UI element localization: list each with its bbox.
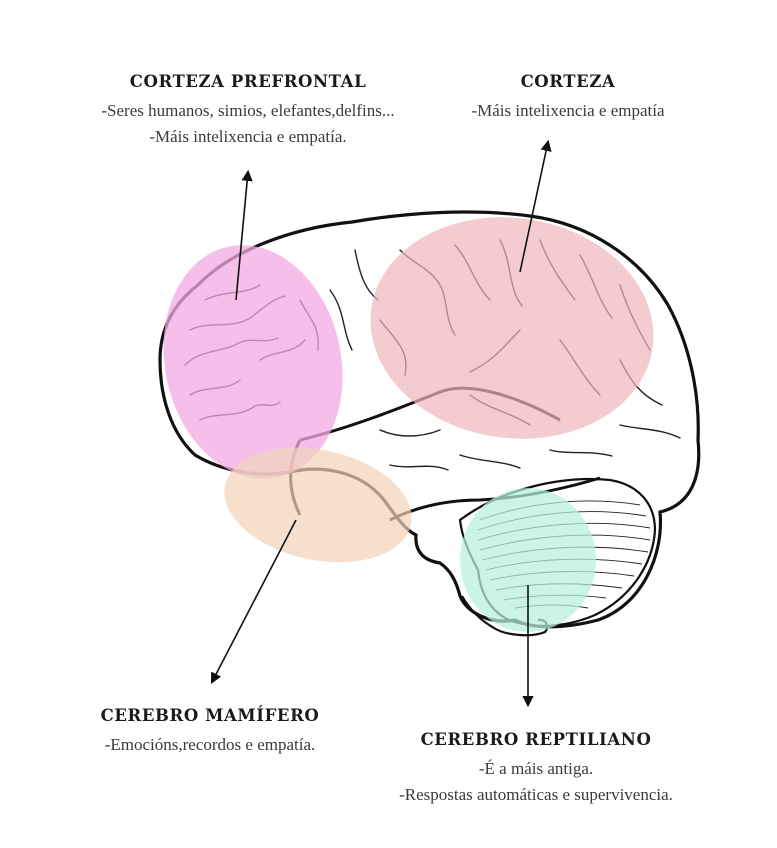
- prefrontal-line-2: -Máis intelixencia e empatía.: [78, 124, 418, 150]
- cortex-line-1: -Máis intelixencia e empatía: [458, 98, 678, 124]
- mammalian-line-1: -Emocións,recordos e empatía.: [86, 732, 334, 758]
- cortex-title: CORTEZA: [458, 72, 678, 91]
- cortex-region: [356, 199, 668, 456]
- mammalian-label: CEREBRO MAMÍFERO -Emocións,recordos e em…: [86, 706, 334, 758]
- reptilian-line-2: -Respostas automáticas e supervivencia.: [380, 782, 692, 808]
- prefrontal-label: CORTEZA PREFRONTAL -Seres humanos, simio…: [78, 72, 418, 150]
- prefrontal-title: CORTEZA PREFRONTAL: [78, 72, 418, 91]
- reptilian-line-1: -É a máis antiga.: [380, 756, 692, 782]
- cortex-label: CORTEZA -Máis intelixencia e empatía: [458, 72, 678, 124]
- reptilian-title: CEREBRO REPTILIANO: [380, 730, 692, 749]
- reptilian-label: CEREBRO REPTILIANO -É a máis antiga. -Re…: [380, 730, 692, 808]
- prefrontal-line-1: -Seres humanos, simios, elefantes,delfin…: [78, 98, 418, 124]
- mammalian-arrow: [212, 520, 296, 682]
- mammalian-title: CEREBRO MAMÍFERO: [86, 706, 334, 725]
